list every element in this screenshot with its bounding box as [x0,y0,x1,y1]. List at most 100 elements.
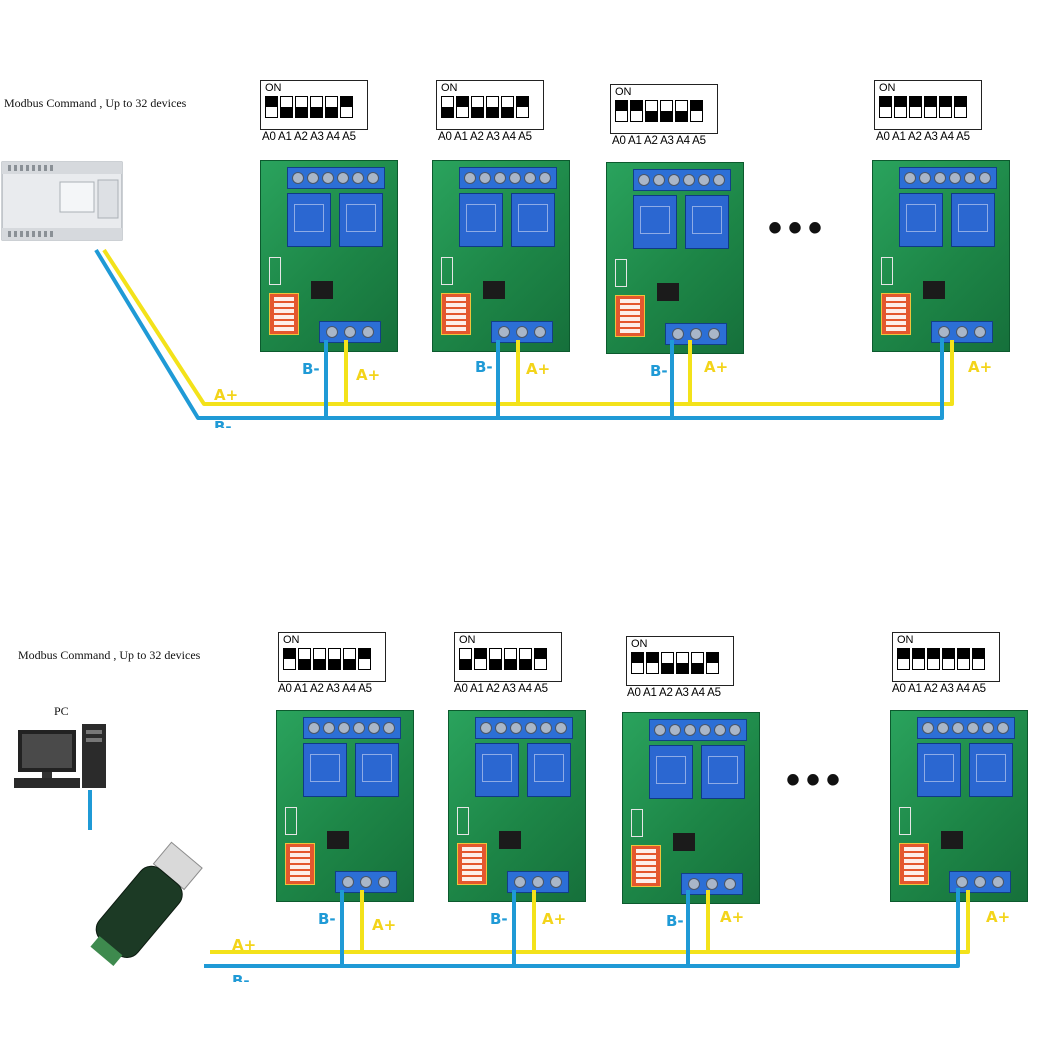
ic-chip [923,281,945,299]
screw-icon [514,876,526,888]
dip-switches [615,100,703,122]
ic-chip [673,833,695,851]
section-plc: Modbus Command , Up to 32 devices ON A0 … [0,0,1050,500]
screw-icon [555,722,567,734]
dip-on-label: ON [459,634,476,646]
dip-switch-position [706,652,719,674]
dip-switch-position [897,648,910,670]
pin-header [441,257,453,285]
relay-board [432,160,570,352]
dip-switch-position [489,648,502,670]
screw-icon [683,174,695,186]
dip-switch-position [894,96,907,118]
terminal-block-top [917,717,1015,739]
terminal-block-bottom [319,321,381,343]
dip-switch-position [661,652,674,674]
screw-icon [509,172,521,184]
dip-on-label: ON [615,86,632,98]
dip-switch-component [441,293,471,335]
dip-switch-position [325,96,338,118]
dip-switch-position [265,96,278,118]
dip-switch-position [942,648,955,670]
relay-label [362,754,392,782]
dip-switch-position [328,648,341,670]
screw-icon [498,326,510,338]
dip-address-box: ON [874,80,982,130]
dip-lever [446,297,466,301]
screw-icon [653,174,665,186]
dip-switch-position [645,100,658,122]
relay-label [692,206,722,234]
pin-header [615,259,627,287]
address-labels: A0 A1 A2 A3 A4 A5 [876,131,970,143]
ellipsis: ••• [786,758,847,802]
relay-component [355,743,399,797]
dip-switch-position [691,652,704,674]
relay-board [890,710,1028,902]
screw-icon [904,172,916,184]
screw-icon [974,326,986,338]
dip-switches [283,648,371,670]
pin-header [285,807,297,835]
relay-label [346,204,376,232]
pin-header [457,807,469,835]
dip-switch-position [358,648,371,670]
address-labels: A0 A1 A2 A3 A4 A5 [454,683,548,695]
screw-icon [967,722,979,734]
relay-board [276,710,414,902]
dip-lever [620,329,640,333]
address-labels: A0 A1 A2 A3 A4 A5 [892,683,986,695]
wire-b-label: B- [490,910,508,928]
dip-lever [620,311,640,315]
terminal-block-bottom [335,871,397,893]
relay-label [534,754,564,782]
screw-icon [323,722,335,734]
dip-lever [290,865,310,869]
address-labels: A0 A1 A2 A3 A4 A5 [278,683,372,695]
dip-lever [886,303,906,307]
dip-switch-position [690,100,703,122]
dip-lever [462,871,482,875]
dip-switch-component [269,293,299,335]
screw-icon [342,876,354,888]
dip-on-label: ON [265,82,282,94]
dip-switch-position [340,96,353,118]
relay-label [310,754,340,782]
screw-icon [550,876,562,888]
dip-switch-position [504,648,517,670]
dip-switches [631,652,719,674]
screw-icon [378,876,390,888]
dip-switch-component [615,295,645,337]
dip-lever [904,877,924,881]
screw-icon [937,722,949,734]
screw-icon [952,722,964,734]
dip-lever [462,859,482,863]
address-labels: A0 A1 A2 A3 A4 A5 [262,131,356,143]
screw-icon [510,722,522,734]
dip-switch-position [456,96,469,118]
screw-icon [714,724,726,736]
dip-switch-position [459,648,472,670]
dip-switch-position [501,96,514,118]
screw-icon [724,878,736,890]
dip-lever [886,315,906,319]
dip-switches [441,96,529,118]
dip-switch-position [924,96,937,118]
dip-lever [462,877,482,881]
dip-lever [446,303,466,307]
dip-lever [636,879,656,883]
screw-icon [688,878,700,890]
dip-switch-component [631,845,661,887]
section-pc: Modbus Command , Up to 32 devices PC [0,0,1050,982]
dip-lever [904,859,924,863]
wire-a-trunk [102,248,954,406]
screw-icon [525,722,537,734]
dip-lever [446,327,466,331]
dip-lever [886,321,906,325]
terminal-block-top [459,167,557,189]
screw-icon [292,172,304,184]
dip-lever [904,853,924,857]
wire-a-label: A+ [372,916,397,934]
dip-lever [620,317,640,321]
screw-icon [669,724,681,736]
